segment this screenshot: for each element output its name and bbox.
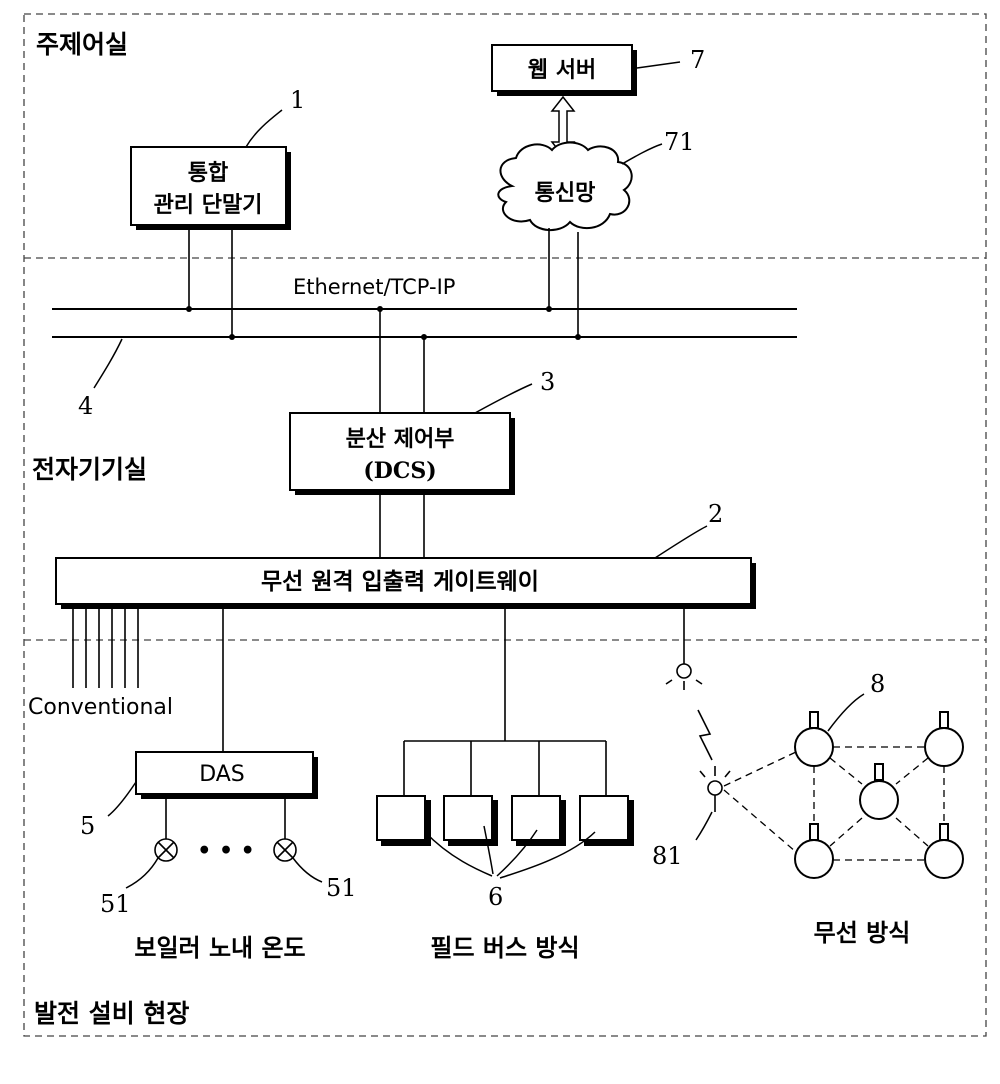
mesh-link-7 [830, 758, 862, 784]
junction-terminal-a [186, 306, 192, 312]
ref-7: 7 [690, 46, 705, 74]
node-bl-antenna [810, 824, 818, 840]
ref-51-right: 51 [326, 874, 357, 902]
sensor-dots: • • • [197, 838, 255, 864]
network-label: 통신망 [535, 180, 596, 206]
mesh-link-8 [896, 758, 928, 784]
gateway-antenna-ray-1 [666, 680, 672, 684]
gateway-antenna [677, 664, 691, 678]
mesh-link-9 [830, 818, 862, 846]
ref-4: 4 [78, 392, 93, 420]
wireless-lightning [698, 710, 712, 760]
terminal-label-line1: 통합 [188, 160, 228, 186]
fieldbus-device-4 [580, 796, 628, 840]
leader-3 [475, 384, 532, 413]
node-top-right [925, 728, 963, 766]
ref-5: 5 [80, 812, 95, 840]
fieldbus-device-3 [512, 796, 560, 840]
dcs-label-line1: 분산 제어부 [346, 426, 455, 452]
gateway-label: 무선 원격 입출력 게이트웨이 [261, 568, 539, 595]
receiver-antenna [708, 781, 722, 795]
ref-81: 81 [652, 842, 683, 870]
dcs-label-line2: (DCS) [363, 458, 436, 484]
node-tr-antenna [940, 712, 948, 728]
leader-2 [655, 526, 707, 558]
junction-dcs-a [377, 306, 383, 312]
wireless-nodes [795, 712, 963, 878]
das-label: DAS [199, 762, 245, 787]
ethernet-bus [52, 309, 797, 337]
ref-6: 6 [488, 883, 503, 911]
node-top-left [795, 728, 833, 766]
zone-plant-site-label: 발전 설비 현장 [34, 999, 189, 1028]
ref-71: 71 [664, 128, 695, 156]
boiler-temp-label: 보일러 노내 온도 [134, 933, 305, 962]
mesh-link-10 [896, 818, 928, 846]
wireless-mesh-links [724, 747, 944, 860]
mesh-link-2 [724, 790, 796, 852]
leader-81 [696, 812, 712, 840]
web-server-label: 웹 서버 [528, 57, 596, 83]
leader-8 [828, 694, 864, 731]
dcs: 분산 제어부 (DCS) [290, 413, 515, 495]
node-center [860, 781, 898, 819]
node-c-antenna [875, 764, 883, 780]
ethernet-label: Ethernet/TCP-IP [293, 275, 455, 299]
fieldbus-label: 필드 버스 방식 [430, 933, 579, 962]
conventional-wires [73, 604, 138, 688]
leader-71 [622, 144, 662, 164]
wireless-label: 무선 방식 [814, 918, 911, 947]
bus-junctions [186, 306, 581, 340]
conventional-label: Conventional [28, 695, 173, 720]
junction-terminal-b [229, 334, 235, 340]
zone-control-room-label: 주제어실 [36, 30, 128, 59]
network-cloud: 통신망 [498, 143, 631, 231]
web-server: 웹 서버 [492, 45, 637, 96]
ref-51-left: 51 [100, 890, 131, 918]
leader-1 [246, 110, 282, 147]
junction-network-a [546, 306, 552, 312]
fieldbus-devices [377, 796, 633, 845]
fieldbus-wiring [404, 604, 606, 796]
ref-3: 3 [540, 368, 555, 396]
node-bottom-right [925, 840, 963, 878]
junction-dcs-b [421, 334, 427, 340]
fieldbus-device-1 [377, 796, 425, 840]
leader-5 [108, 782, 136, 816]
zone-electronics-room-label: 전자기기실 [32, 455, 147, 484]
mesh-link-1 [724, 752, 796, 786]
receiver-antenna-ray-3 [725, 771, 730, 777]
terminal-label-line2: 관리 단말기 [154, 192, 263, 218]
ref-1: 1 [290, 86, 305, 114]
node-br-antenna [940, 824, 948, 840]
junction-network-b [575, 334, 581, 340]
wireless-link [666, 604, 730, 812]
node-tl-antenna [810, 712, 818, 728]
ref-8: 8 [870, 670, 885, 698]
leader-51-right [293, 858, 322, 882]
leader-4 [94, 339, 122, 388]
node-bottom-left [795, 840, 833, 878]
gateway-antenna-ray-3 [696, 680, 702, 684]
leader-7 [637, 62, 680, 68]
integrated-terminal: 통합 관리 단말기 [131, 147, 291, 230]
ref-2: 2 [708, 500, 723, 528]
das: DAS [136, 752, 318, 799]
gateway: 무선 원격 입출력 게이트웨이 [56, 558, 756, 609]
receiver-antenna-ray-1 [700, 771, 705, 777]
leader-51-left [126, 858, 158, 888]
